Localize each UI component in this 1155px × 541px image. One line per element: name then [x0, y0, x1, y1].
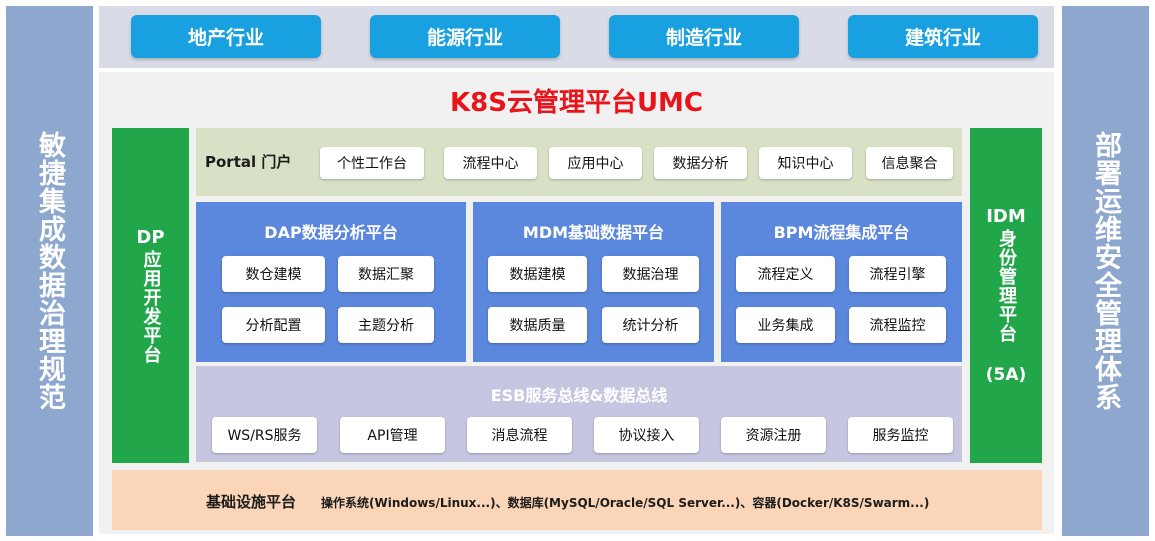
portal-item[interactable]: 数据分析 — [654, 147, 747, 179]
bpm-item[interactable]: 流程监控 — [849, 307, 946, 343]
esb-item[interactable]: WS/RS服务 — [212, 417, 317, 453]
left-governance-bar: 敏捷集成数据治理规范 — [6, 6, 93, 536]
portal-item[interactable]: 知识中心 — [759, 147, 852, 179]
esb-item[interactable]: 服务监控 — [848, 417, 953, 453]
esb-item[interactable]: API管理 — [340, 417, 445, 453]
idm-label: 身份管理平台 — [996, 229, 1017, 343]
esb-item[interactable]: 消息流程 — [467, 417, 572, 453]
idm-head: IDM — [986, 206, 1026, 227]
idm-platform-column: IDM 身份管理平台 (5A) — [970, 128, 1042, 463]
mdm-item[interactable]: 数据质量 — [488, 307, 587, 343]
industry-energy[interactable]: 能源行业 — [370, 15, 560, 58]
industry-construction[interactable]: 建筑行业 — [848, 15, 1038, 58]
esb-item[interactable]: 协议接入 — [594, 417, 699, 453]
industry-manufacturing[interactable]: 制造行业 — [609, 15, 799, 58]
dap-title: DAP数据分析平台 — [264, 223, 398, 242]
esb-item[interactable]: 资源注册 — [721, 417, 826, 453]
industry-real-estate[interactable]: 地产行业 — [131, 15, 321, 58]
right-ops-bar: 部署运维安全管理体系 — [1062, 6, 1149, 536]
infrastructure-title: 基础设施平台 — [206, 493, 297, 511]
idm-tail: (5A) — [985, 365, 1027, 385]
bpm-title: BPM流程集成平台 — [773, 223, 910, 242]
portal-item[interactable]: 个性工作台 — [320, 147, 424, 179]
dp-platform-column: DP 应用开发平台 — [112, 128, 189, 463]
dap-item[interactable]: 数仓建模 — [222, 256, 325, 292]
bpm-item[interactable]: 业务集成 — [736, 307, 835, 343]
dp-head: DP — [136, 227, 165, 248]
portal-item[interactable]: 流程中心 — [444, 147, 537, 179]
mdm-item[interactable]: 数据建模 — [488, 256, 587, 292]
portal-title: Portal 门户 — [205, 153, 292, 171]
portal-item[interactable]: 应用中心 — [549, 147, 642, 179]
esb-row — [196, 366, 962, 462]
right-ops-label: 部署运维安全管理体系 — [1090, 131, 1121, 411]
infrastructure-row — [112, 470, 1042, 530]
mdm-item[interactable]: 数据治理 — [602, 256, 699, 292]
esb-title: ESB服务总线&数据总线 — [490, 386, 668, 405]
portal-item[interactable]: 信息聚合 — [866, 147, 953, 179]
mdm-item[interactable]: 统计分析 — [602, 307, 699, 343]
left-governance-label: 敏捷集成数据治理规范 — [34, 131, 65, 411]
dp-label: 应用开发平台 — [140, 250, 162, 364]
bpm-item[interactable]: 流程引擎 — [849, 256, 946, 292]
dap-item[interactable]: 分析配置 — [222, 307, 325, 343]
mdm-title: MDM基础数据平台 — [522, 223, 665, 242]
infrastructure-details: 操作系统(Windows/Linux...)、数据库(MySQL/Oracle/… — [321, 496, 930, 510]
dap-item[interactable]: 数据汇聚 — [338, 256, 434, 292]
umc-title: K8S云管理平台UMC — [449, 88, 704, 118]
dap-item[interactable]: 主题分析 — [338, 307, 434, 343]
bpm-item[interactable]: 流程定义 — [736, 256, 835, 292]
